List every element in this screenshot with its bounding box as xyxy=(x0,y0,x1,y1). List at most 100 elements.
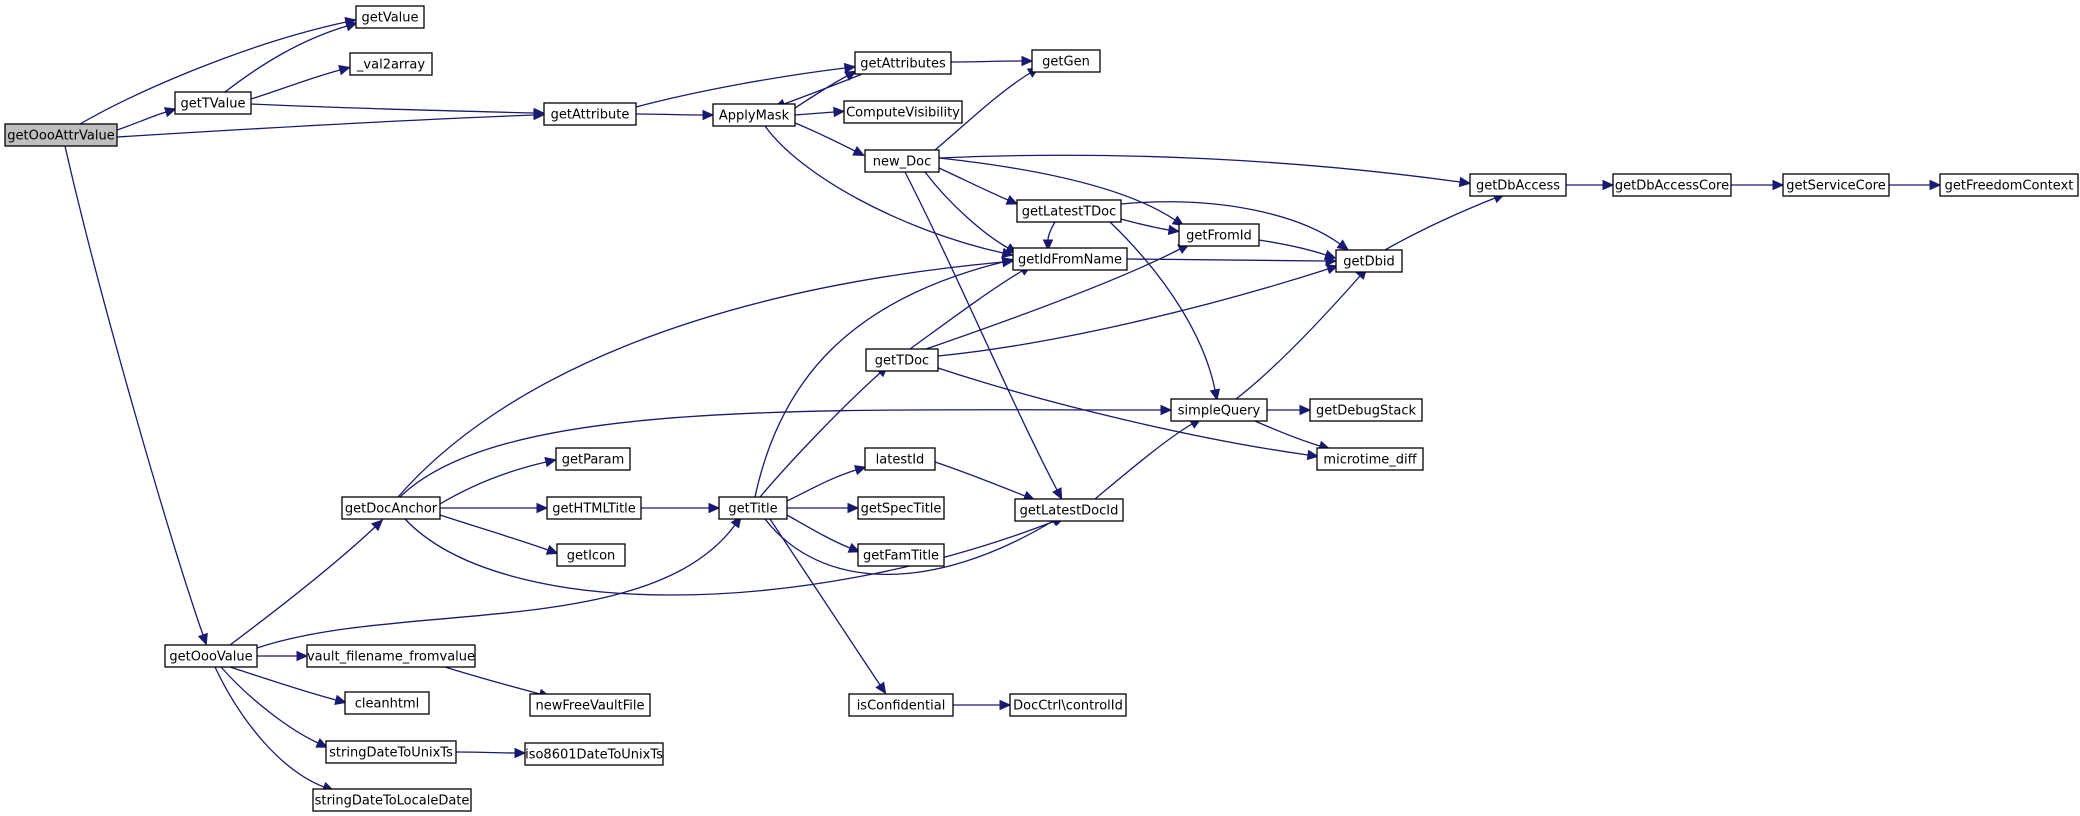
node-getTValue[interactable]: getTValue xyxy=(174,91,252,115)
node-getValue[interactable]: getValue xyxy=(355,5,425,29)
node-box xyxy=(864,149,940,173)
node-getDocAnchor[interactable]: getDocAnchor xyxy=(341,496,441,520)
node-box xyxy=(1014,498,1124,522)
node-getSpecTitle[interactable]: getSpecTitle xyxy=(857,496,945,520)
node-box xyxy=(857,496,945,520)
node-box xyxy=(854,51,952,75)
node-box xyxy=(4,123,118,147)
node-getAttributes[interactable]: getAttributes xyxy=(854,51,952,75)
node-isConfidential[interactable]: isConfidential xyxy=(848,693,954,717)
node-getDbid[interactable]: getDbid xyxy=(1335,249,1403,273)
node-microtime_diff[interactable]: microtime_diff xyxy=(1316,447,1424,471)
node-box xyxy=(344,691,430,715)
arrowhead xyxy=(533,107,546,119)
node-label: getOooAttrValue xyxy=(7,129,114,144)
node-getTitle[interactable]: getTitle xyxy=(718,496,788,520)
node-stringDateToLocaleDate[interactable]: stringDateToLocaleDate xyxy=(312,788,472,812)
node-label: latestId xyxy=(876,453,925,468)
node-getOooAttrValue[interactable]: getOooAttrValue xyxy=(4,123,118,147)
edge-getAttribute-to-ApplyMask xyxy=(635,109,715,121)
node-new_Doc[interactable]: new_Doc xyxy=(864,149,940,173)
node-label: cleanhtml xyxy=(355,697,420,712)
node-getIcon[interactable]: getIcon xyxy=(556,543,626,567)
node-getAttribute[interactable]: getAttribute xyxy=(543,102,637,126)
node-ApplyMask[interactable]: ApplyMask xyxy=(712,103,796,127)
node-latestId[interactable]: latestId xyxy=(864,447,936,471)
node-controlId[interactable]: DocCtrl\controlId xyxy=(1009,693,1127,717)
arrowhead xyxy=(833,106,846,118)
node-getDbAccess[interactable]: getDbAccess xyxy=(1469,173,1567,197)
node-stringDateToUnixTs[interactable]: stringDateToUnixTs xyxy=(325,740,457,764)
node-label: vault_filename_fromvalue xyxy=(307,650,475,665)
edge-getDocAnchor-to-simpleQuery xyxy=(399,404,1173,498)
node-newFreeVaultFile[interactable]: newFreeVaultFile xyxy=(529,693,651,717)
node-box xyxy=(1469,173,1567,197)
arrowhead xyxy=(844,70,857,81)
node-label: getServiceCore xyxy=(1786,179,1885,194)
node-label: getLatestTDoc xyxy=(1022,205,1117,220)
node-box xyxy=(1939,173,2079,197)
node-getFreedomContext[interactable]: getFreedomContext xyxy=(1939,173,2079,197)
arrowhead xyxy=(1209,388,1221,402)
node-cleanhtml[interactable]: cleanhtml xyxy=(344,691,430,715)
node-getFamTitle[interactable]: getFamTitle xyxy=(857,543,945,567)
edge-getTitle-to-isConfidential xyxy=(769,518,887,695)
arrowhead xyxy=(197,632,208,646)
node-getDebugStack[interactable]: getDebugStack xyxy=(1309,398,1423,422)
node-box xyxy=(312,788,472,812)
edge-ApplyMask-to-getIdFromName xyxy=(764,125,1014,259)
edge-getLatestTDoc-to-getDbid xyxy=(1120,201,1350,251)
node-getServiceCore[interactable]: getServiceCore xyxy=(1782,173,1890,197)
node-vault_filename_fromvalue[interactable]: vault_filename_fromvalue xyxy=(306,644,476,668)
node-box xyxy=(843,100,963,124)
node-getFromId[interactable]: getFromId xyxy=(1178,223,1260,247)
node-getOooValue[interactable]: getOooValue xyxy=(164,644,258,668)
node-label: getDbAccess xyxy=(1476,179,1560,194)
node-getLatestTDoc[interactable]: getLatestTDoc xyxy=(1016,199,1122,223)
edge-getOooValue-to-getTitle xyxy=(256,515,742,649)
node-getParam[interactable]: getParam xyxy=(555,447,631,471)
node-label: getIdFromName xyxy=(1018,253,1122,268)
arrowhead xyxy=(1021,55,1034,67)
edge-ApplyMask-to-ComputeVisibility xyxy=(794,106,846,118)
node-iso8601DateToUnixTs[interactable]: iso8601DateToUnixTs xyxy=(524,742,664,766)
arrowhead xyxy=(334,694,347,705)
node-getGen[interactable]: getGen xyxy=(1031,49,1101,73)
node-box xyxy=(1178,223,1260,247)
node-box xyxy=(306,644,476,668)
node-getLatestDocId[interactable]: getLatestDocId xyxy=(1014,498,1124,522)
node-label: getLatestDocId xyxy=(1020,504,1119,519)
node-label: getTDoc xyxy=(875,354,929,369)
node-box xyxy=(325,740,457,764)
node-box xyxy=(712,103,796,127)
edge-getTitle-to-latestId xyxy=(786,465,867,502)
node-simpleQuery[interactable]: simpleQuery xyxy=(1170,398,1268,422)
node-label: iso8601DateToUnixTs xyxy=(525,748,663,763)
node-box xyxy=(164,644,258,668)
edge-getTDoc-to-microtime_diff xyxy=(937,367,1320,461)
node-box xyxy=(355,5,425,29)
node-getHTMLTitle[interactable]: getHTMLTitle xyxy=(546,496,642,520)
edge-getTitle-to-getFamTitle xyxy=(786,514,861,553)
node-getTDoc[interactable]: getTDoc xyxy=(865,348,939,372)
edge-new_Doc-to-getLatestDocId xyxy=(904,171,1063,500)
node-label: _val2array xyxy=(356,58,425,73)
node-box xyxy=(529,693,651,717)
node-val2array[interactable]: _val2array xyxy=(349,52,433,76)
node-box xyxy=(349,52,433,76)
node-ComputeVisibility[interactable]: ComputeVisibility xyxy=(843,100,963,124)
node-getIdFromName[interactable]: getIdFromName xyxy=(1012,247,1128,271)
arrowhead xyxy=(702,109,715,121)
edge-ApplyMask-to-new_Doc xyxy=(794,122,866,157)
arrowhead xyxy=(371,519,384,532)
arrowhead xyxy=(999,699,1012,711)
node-box xyxy=(556,543,626,567)
edge-getTValue-to-getValue xyxy=(224,21,358,93)
node-label: stringDateToLocaleDate xyxy=(315,794,470,809)
node-box xyxy=(718,496,788,520)
node-box xyxy=(1309,398,1423,422)
node-getDbAccessCore[interactable]: getDbAccessCore xyxy=(1612,173,1732,197)
arrowhead xyxy=(345,21,358,32)
node-box xyxy=(1016,199,1122,223)
node-label: getTitle xyxy=(728,502,777,517)
